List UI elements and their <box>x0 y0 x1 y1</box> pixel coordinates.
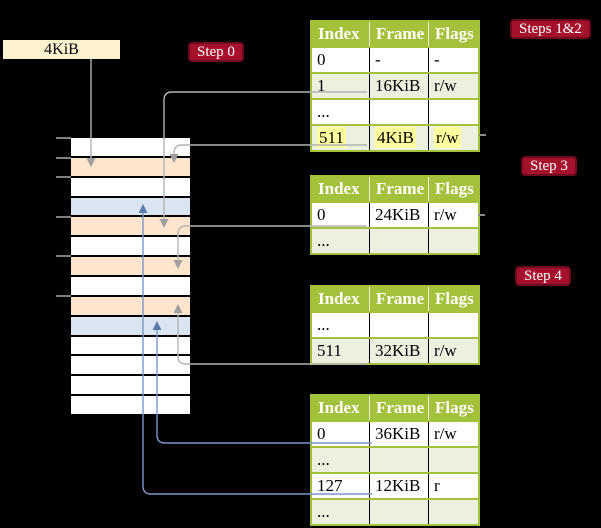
memory-frame-row-12-white <box>71 374 190 395</box>
address-tick <box>56 137 71 139</box>
table-cell: 0 <box>317 50 326 69</box>
table-cell: r/w <box>428 126 478 150</box>
table-cell <box>428 229 478 253</box>
memory-frame-row-10-white <box>71 334 190 355</box>
table-cell: ... <box>317 450 330 469</box>
table-cell: ... <box>317 102 330 121</box>
table-cell <box>369 229 428 253</box>
column-header-index: Index <box>318 289 360 308</box>
physical-memory-stack <box>71 138 190 415</box>
table-row: ... <box>312 227 478 253</box>
address-tick <box>56 215 71 218</box>
badge-step-0: Step 0 <box>188 42 244 62</box>
memory-frame-row-3-blue <box>71 195 190 216</box>
address-tick <box>56 255 71 258</box>
memory-frame-row-8-peach <box>71 294 190 315</box>
table-cell: 36KiB <box>369 422 428 446</box>
column-header-frame: Frame <box>369 287 428 311</box>
table-row: ... <box>312 498 478 524</box>
table-cell: 4KiB <box>369 126 428 150</box>
highlighted-value: r/w <box>434 127 461 148</box>
memory-frame-row-9-blue <box>71 314 190 335</box>
table-cell: 127 <box>317 476 343 495</box>
table-cell: ... <box>317 231 330 250</box>
table-row: 511 4KiB r/w <box>312 124 478 150</box>
column-header-index: Index <box>318 179 360 198</box>
table-cell: 511 <box>312 126 369 150</box>
memory-frame-row-6-peach <box>71 255 190 276</box>
address-tick <box>56 156 71 159</box>
address-tick <box>56 176 71 179</box>
table-cell: 1 <box>317 76 326 95</box>
table-cell <box>428 100 478 124</box>
table-cell: 16KiB <box>369 74 428 98</box>
memory-frame-row-0-white <box>71 138 190 156</box>
table-cell: ... <box>317 315 330 334</box>
badge-steps-1-2: Steps 1&2 <box>510 19 591 39</box>
highlighted-value: 4KiB <box>375 127 416 148</box>
column-header-frame: Frame <box>369 22 428 46</box>
table-cell: 0 <box>317 424 326 443</box>
memory-frame-row-7-white <box>71 275 190 295</box>
table-cell: 0 <box>317 205 326 224</box>
table-cell: - <box>428 48 478 72</box>
table-cell <box>369 500 428 524</box>
table-cell <box>428 500 478 524</box>
column-header-frame: Frame <box>369 396 428 420</box>
table-row: 0 -- <box>312 46 478 72</box>
table-cell: ... <box>317 502 330 521</box>
column-header-index: Index <box>318 398 360 417</box>
address-tick <box>56 294 71 297</box>
memory-frame-row-5-white <box>71 235 190 256</box>
column-header-flags: Flags <box>428 177 478 201</box>
column-header-frame: Frame <box>369 177 428 201</box>
table-cell <box>428 448 478 472</box>
table-cell: r/w <box>428 203 478 227</box>
table-cell: r <box>428 474 478 498</box>
table-row: ... <box>312 446 478 472</box>
memory-frame-row-1-peach <box>71 155 190 176</box>
table-row: ... <box>312 311 478 337</box>
memory-frame-row-13-white <box>71 394 190 415</box>
badge-step-3: Step 3 <box>521 156 577 176</box>
table-row: ... <box>312 98 478 124</box>
memory-frame-row-11-white <box>71 354 190 375</box>
column-header-flags: Flags <box>428 22 478 46</box>
table-cell: r/w <box>428 422 478 446</box>
row-marker-dash <box>479 134 486 136</box>
memory-frame-row-2-white <box>71 175 190 196</box>
column-header-flags: Flags <box>428 287 478 311</box>
table-cell: - <box>369 48 428 72</box>
table-cell: 24KiB <box>369 203 428 227</box>
column-header-index: Index <box>318 24 360 43</box>
memory-frame-row-4-peach <box>71 215 190 236</box>
table-cell <box>369 313 428 337</box>
table-cell: r/w <box>428 74 478 98</box>
table-cell: 12KiB <box>369 474 428 498</box>
table-cell <box>428 313 478 337</box>
column-header-flags: Flags <box>428 396 478 420</box>
table-cell: r/w <box>428 339 478 363</box>
table-cell: 511 <box>317 341 342 360</box>
table-cell <box>369 100 428 124</box>
highlighted-value: 511 <box>317 127 346 148</box>
badge-step-4: Step 4 <box>515 266 571 286</box>
table-cell <box>369 448 428 472</box>
page-size-label-box: 4KiB <box>3 40 120 59</box>
table-cell: 32KiB <box>369 339 428 363</box>
